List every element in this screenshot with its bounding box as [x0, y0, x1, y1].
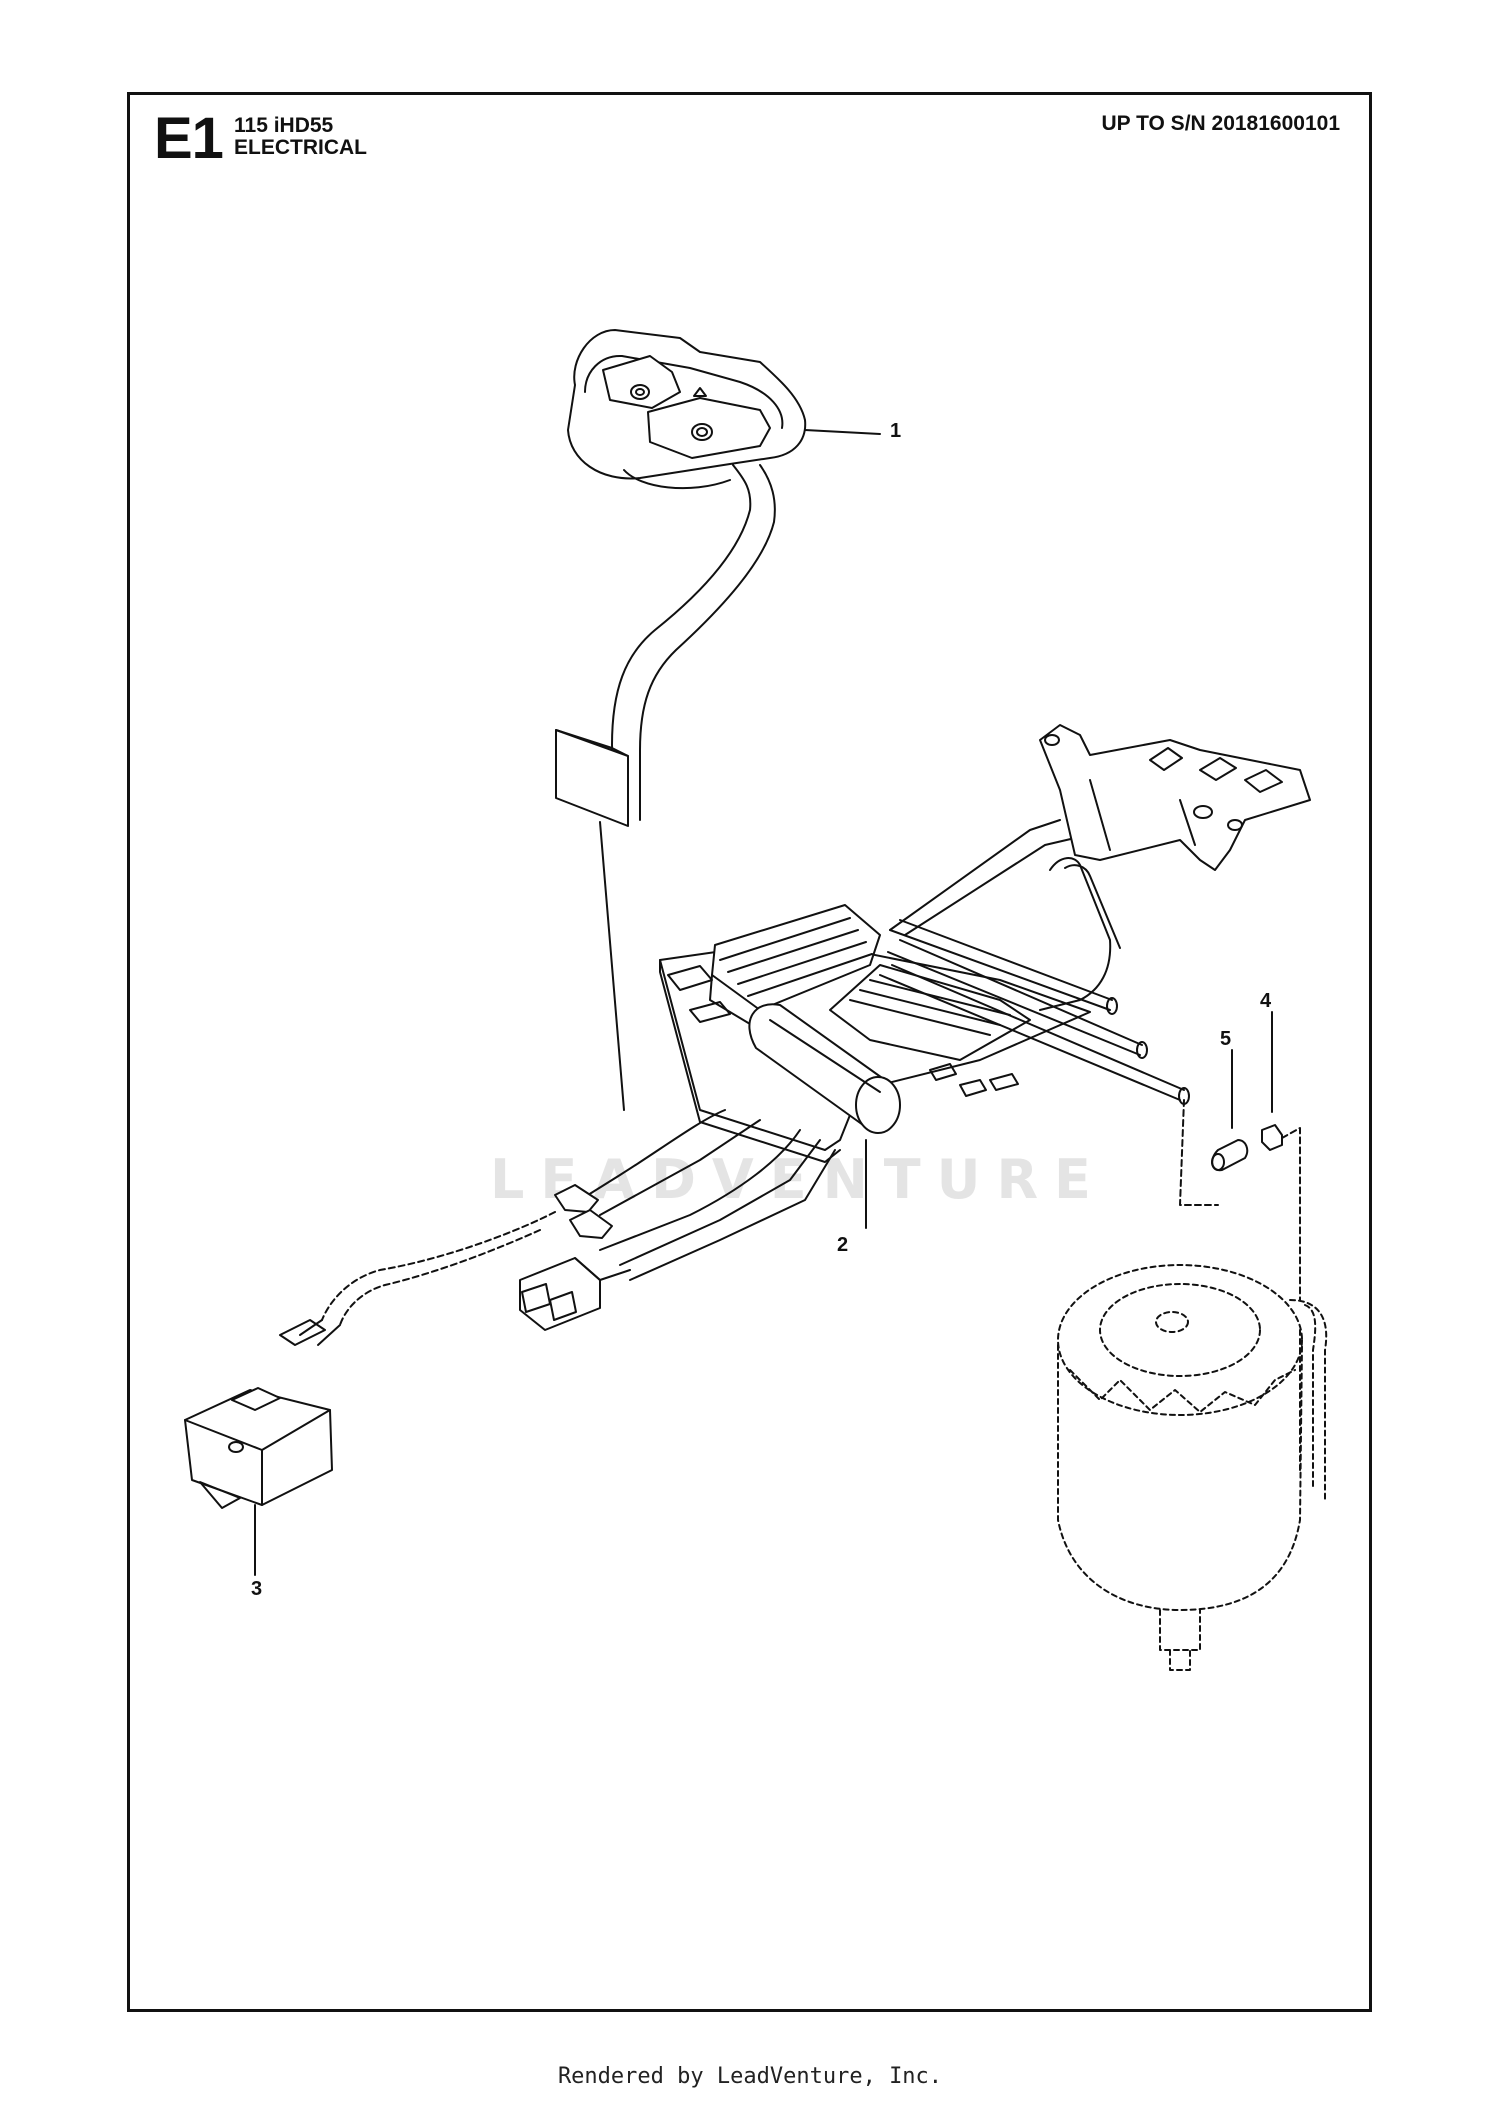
- callout-4[interactable]: 4: [1260, 990, 1272, 1012]
- motor-reference: [1057, 1264, 1328, 1671]
- callout-3[interactable]: 3: [251, 1578, 263, 1600]
- callout-2[interactable]: 2: [837, 1234, 849, 1256]
- callout-5[interactable]: 5: [1220, 1028, 1232, 1050]
- part-1-control-panel[interactable]: [555, 329, 881, 1111]
- part-3-microswitch[interactable]: [184, 1211, 556, 1576]
- serial-note: UP TO S/N 20181600101: [1101, 112, 1340, 135]
- part-2-controller-board[interactable]: [519, 724, 1311, 1331]
- section-code: E1: [154, 106, 224, 171]
- section-title: ELECTRICAL: [234, 136, 367, 159]
- callout-1[interactable]: 1: [890, 420, 902, 442]
- model-name: 115 iHD55: [234, 114, 334, 137]
- part-4-terminal[interactable]: [1261, 1011, 1301, 1301]
- part-5-sleeve[interactable]: [1179, 1049, 1249, 1206]
- diagram-frame: [127, 92, 1372, 2012]
- footer-credit: Rendered by LeadVenture, Inc.: [557, 2064, 943, 2089]
